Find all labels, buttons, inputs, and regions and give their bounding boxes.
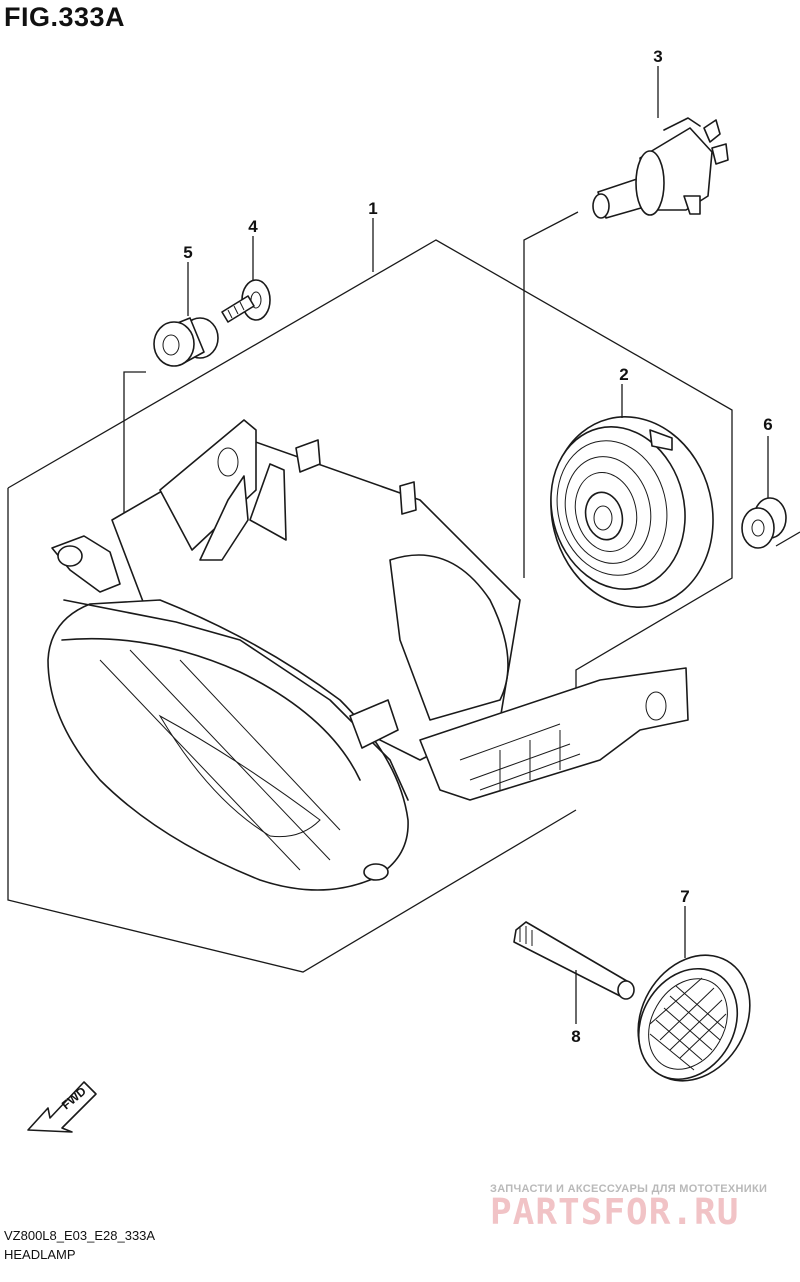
part-4-screw[interactable] — [221, 236, 271, 323]
callout-1: 1 — [368, 199, 377, 218]
part-2-socket[interactable] — [531, 384, 733, 625]
part-1-headlamp-housing[interactable] — [47, 218, 689, 891]
callout-5: 5 — [183, 243, 192, 262]
part-5-grommet[interactable] — [153, 262, 219, 367]
callout-7: 7 — [680, 887, 689, 906]
callout-6: 6 — [763, 415, 772, 434]
watermark-tagline: ЗАПЧАСТИ И АКСЕССУАРЫ ДЛЯ МОТОТЕХНИКИ — [490, 1183, 768, 1195]
callout-4: 4 — [248, 217, 258, 236]
figure-title: FIG.333A — [4, 2, 126, 32]
assembly-boundary-bulb — [523, 211, 579, 578]
callout-2: 2 — [619, 365, 628, 384]
assembly-boundary — [123, 371, 146, 530]
diagram-code: VZ800L8_E03_E28_333A — [4, 1228, 156, 1243]
diagram-caption: HEADLAMP — [4, 1247, 76, 1262]
part-8-pin[interactable] — [513, 921, 635, 1024]
part-7-reflector[interactable] — [616, 906, 772, 1101]
callout-3: 3 — [653, 47, 662, 66]
part-3-bulb[interactable] — [592, 66, 729, 219]
fwd-arrow-icon: FWD — [27, 1081, 97, 1133]
watermark-brand: PARTSFOR.RU — [490, 1192, 740, 1233]
assembly-boundary-main — [7, 239, 733, 690]
callout-8: 8 — [571, 1027, 580, 1046]
assembly-boundary-lower — [7, 488, 577, 973]
part-6-grommet[interactable] — [741, 436, 800, 549]
